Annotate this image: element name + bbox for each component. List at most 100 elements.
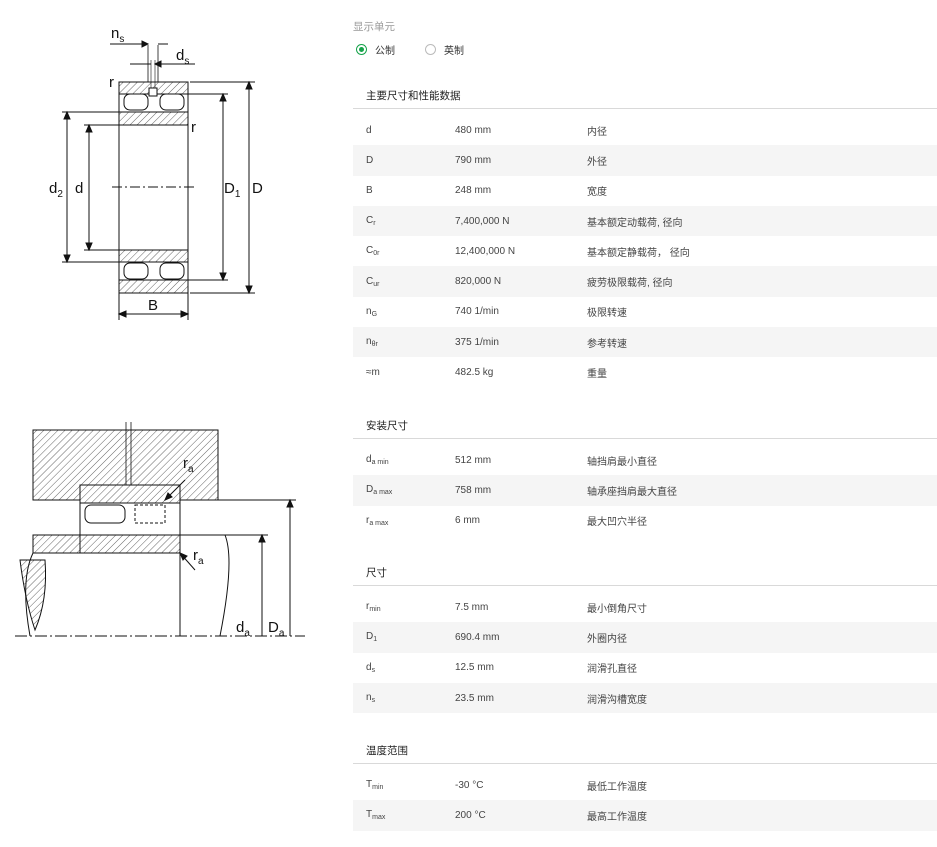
section-title: 尺寸	[353, 561, 937, 586]
spec-description: 润滑沟槽宽度	[587, 694, 647, 706]
spec-symbol: ns	[353, 692, 455, 704]
spec-symbol-main: T	[366, 779, 373, 791]
spec-value: 200 °C	[455, 809, 486, 821]
spec-value: 23.5 mm	[455, 692, 494, 704]
radio-imperial[interactable]: 英制	[425, 42, 464, 57]
spec-value: -30 °C	[455, 779, 484, 791]
label-ra-top: ra	[183, 455, 194, 475]
spec-value: 820,000 N	[455, 276, 502, 288]
spec-symbol: D	[353, 155, 455, 166]
mounting-view	[15, 422, 305, 637]
spec-value: 790 mm	[455, 154, 492, 166]
radio-label-imperial: 英制	[444, 46, 464, 57]
label-d2: d2	[49, 180, 63, 200]
spec-symbol: d	[353, 125, 455, 136]
spec-value: 7.5 mm	[455, 601, 489, 613]
units-title: 显示单元	[353, 21, 395, 33]
spec-value: 690.4 mm	[455, 631, 500, 643]
spec-symbol: Da max	[353, 484, 455, 496]
spec-symbol-main: n	[366, 692, 372, 704]
spec-value: 6 mm	[455, 515, 480, 527]
spec-description: 轴承座挡肩最大直径	[587, 486, 677, 498]
spec-symbol: Cr	[353, 215, 455, 227]
spec-symbol-sub: s	[371, 697, 376, 705]
spec-symbol-sub: G	[371, 310, 378, 318]
label-D: D	[252, 180, 263, 197]
spec-symbol-main: C	[366, 215, 374, 227]
spec-symbol-sub: a max	[369, 519, 389, 527]
spec-symbol-main: ≈m	[366, 367, 380, 379]
label-ds: ds	[176, 47, 189, 67]
spec-symbol-main: T	[366, 809, 373, 821]
section-title: 温度范围	[353, 739, 937, 764]
spec-symbol: nθr	[353, 336, 455, 348]
spec-symbol-main: n	[366, 336, 372, 348]
label-da: da	[236, 619, 250, 639]
spec-description: 最低工作温度	[587, 781, 647, 793]
spec-symbol-sub: r	[373, 220, 376, 228]
spec-description: 最小倒角尺寸	[587, 603, 647, 615]
spec-symbol-sub: a min	[371, 459, 389, 467]
spec-symbol-main: r	[366, 514, 370, 526]
spec-value: 7,400,000 N	[455, 215, 510, 227]
spec-symbol: Cur	[353, 276, 455, 288]
label-B: B	[148, 297, 158, 314]
spec-symbol-sub: 1	[373, 636, 378, 644]
spec-symbol-main: D	[366, 631, 374, 643]
spec-value: 482.5 kg	[455, 367, 494, 379]
spec-symbol: ra max	[353, 515, 455, 527]
spec-symbol-main: d	[366, 124, 372, 136]
spec-symbol-sub: a max	[373, 489, 393, 497]
label-r-right: r	[191, 119, 196, 136]
spec-symbol-main: d	[366, 454, 372, 466]
spec-symbol-sub: θr	[371, 341, 378, 349]
radio-circle-imperial[interactable]	[425, 44, 436, 55]
label-ns: ns	[111, 25, 124, 45]
spec-value: 740 1/min	[455, 306, 499, 318]
spec-value: 758 mm	[455, 484, 492, 496]
radio-metric[interactable]: 公制	[356, 42, 395, 57]
spec-symbol-main: B	[366, 185, 373, 197]
section-title: 安装尺寸	[353, 414, 937, 439]
spec-symbol: Tmin	[353, 779, 455, 791]
spec-description: 外圈内径	[587, 633, 627, 645]
spec-description: 最大凹穴半径	[587, 517, 647, 529]
spec-symbol-main: D	[366, 484, 374, 496]
spec-symbol: Tmax	[353, 809, 455, 821]
spec-description: 宽度	[587, 187, 607, 199]
spec-description: 极限转速	[587, 308, 627, 320]
spec-value: 12,400,000 N	[455, 245, 516, 257]
spec-symbol-sub: ur	[373, 280, 380, 288]
spec-description: 最高工作温度	[587, 811, 647, 823]
spec-value: 375 1/min	[455, 336, 499, 348]
spec-description: 轴挡肩最小直径	[587, 456, 657, 468]
bearing-drawing: ns ds r r d2 d D1 D B	[15, 25, 305, 639]
radio-circle-metric[interactable]	[356, 44, 367, 55]
spec-symbol: B	[353, 185, 455, 196]
spec-symbol-main: C	[366, 245, 374, 257]
spec-symbol-main: D	[366, 154, 374, 166]
spec-symbol-sub: s	[371, 666, 376, 674]
spec-description: 参考转速	[587, 338, 627, 350]
spec-symbol: C0r	[353, 245, 455, 257]
spec-description: 内径	[587, 126, 607, 138]
label-D1: D1	[224, 180, 241, 200]
spec-description: 疲劳极限载荷, 径向	[587, 278, 673, 290]
spec-symbol-sub: 0r	[373, 250, 380, 258]
spec-symbol-sub: max	[372, 814, 386, 822]
